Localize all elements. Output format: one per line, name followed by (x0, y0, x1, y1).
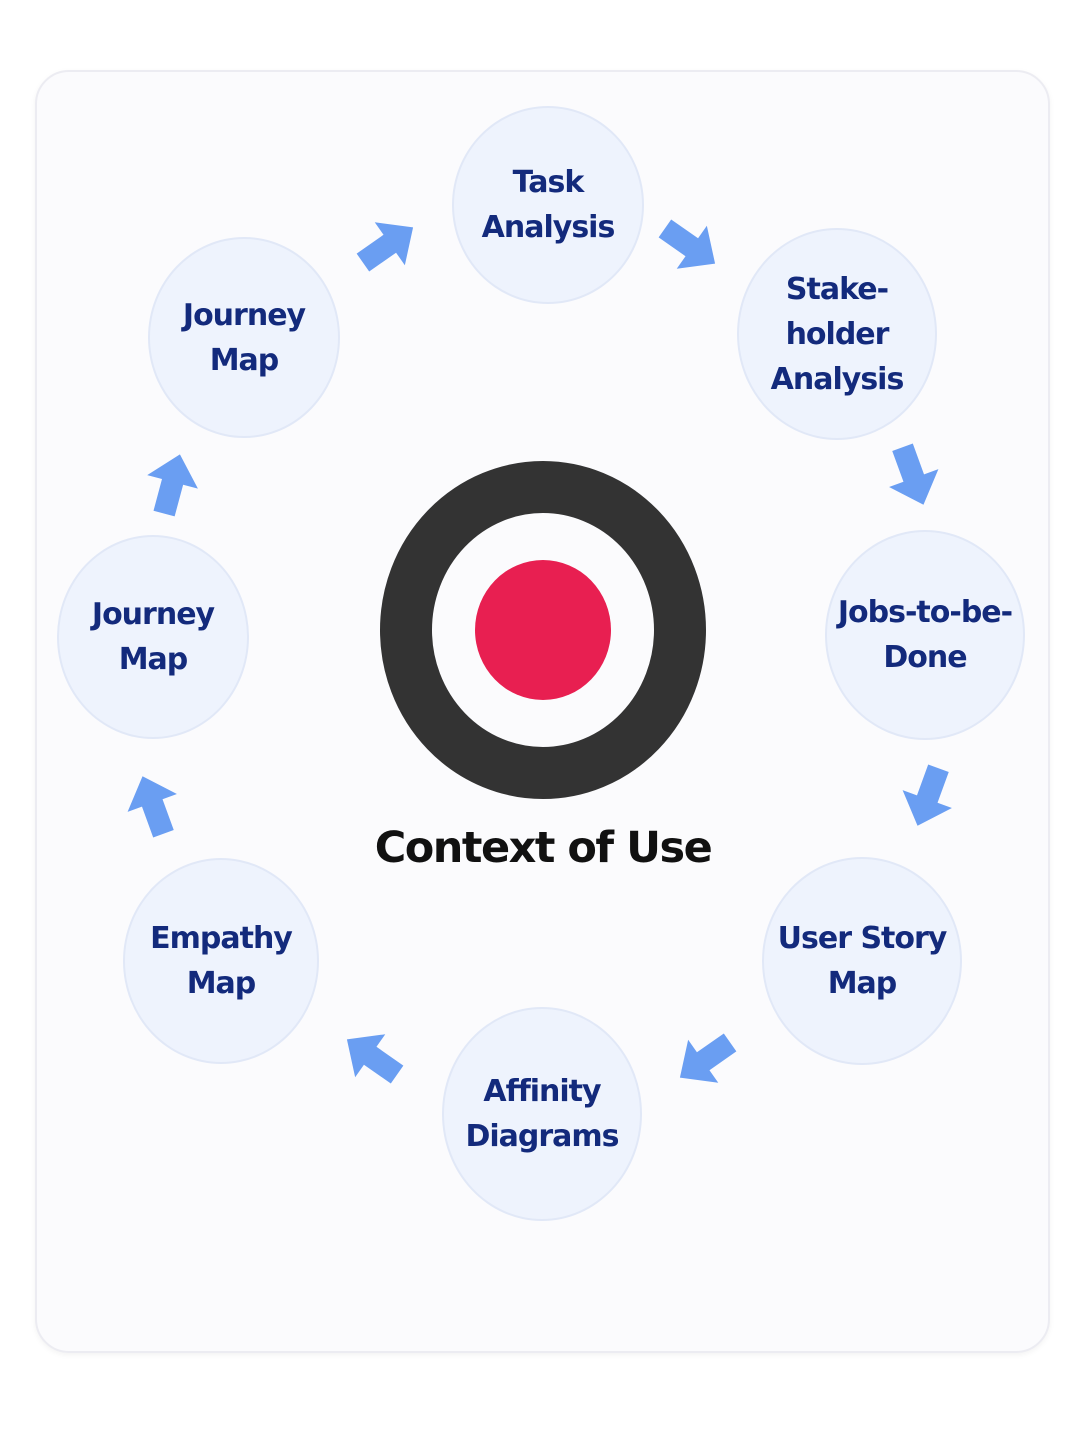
node-label: Stake- holder Analysis (770, 271, 905, 397)
target-icon (380, 461, 706, 799)
arrow-icon (147, 454, 198, 517)
arrow-icon (346, 1034, 404, 1084)
node-user-story-map: User Story Map (762, 857, 962, 1065)
node-label: Jobs-to-be- Done (837, 595, 1013, 675)
node-label: Empathy Map (150, 921, 293, 1001)
arrow-icon (356, 222, 414, 272)
node-jobs-to-be-done: Jobs-to-be- Done (825, 530, 1025, 740)
center-title: Context of Use (374, 823, 713, 873)
arrow-icon (902, 764, 952, 826)
node-label: Task Analysis (481, 165, 616, 245)
target-bullseye (475, 560, 611, 700)
arrow-icon (679, 1033, 737, 1083)
node-journey-map-upper: Journey Map (148, 237, 340, 438)
node-label: User Story Map (777, 921, 948, 1001)
node-label: Journey Map (182, 297, 306, 378)
node-label: Journey Map (91, 597, 215, 677)
node-stakeholder-analysis: Stake- holder Analysis (737, 228, 937, 440)
node-empathy-map: Empathy Map (123, 858, 319, 1064)
node-affinity-diagrams: Affinity Diagrams (442, 1007, 642, 1221)
node-task-analysis: Task Analysis (452, 106, 644, 304)
arrow-icon (127, 776, 177, 838)
node-label: Affinity Diagrams (465, 1074, 619, 1154)
node-journey-map-lower: Journey Map (57, 535, 249, 739)
arrow-icon (889, 443, 939, 505)
target-ring (380, 461, 706, 799)
arrow-icon (658, 219, 716, 269)
